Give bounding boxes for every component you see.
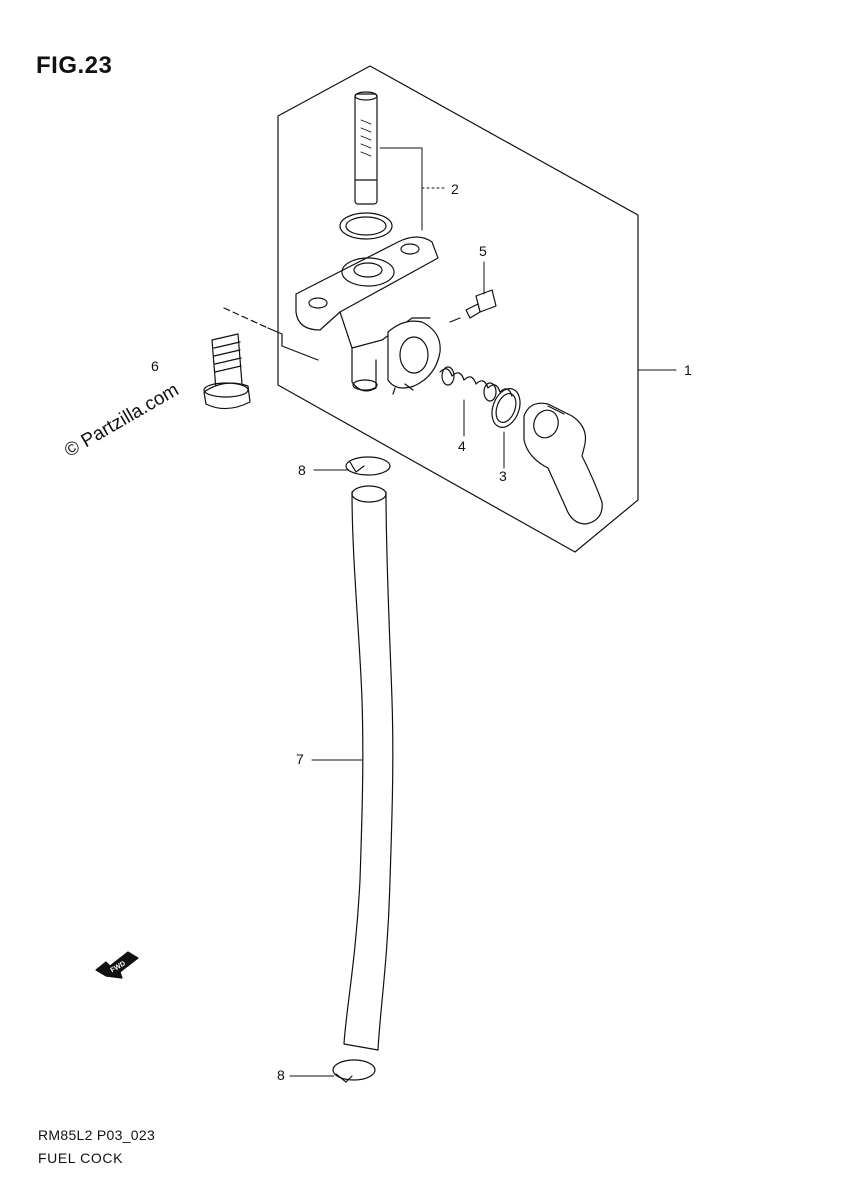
clamp-lower	[332, 1059, 376, 1081]
callout-6: 6	[151, 358, 159, 374]
figure-title: FIG.23	[36, 52, 113, 79]
callout-5: 5	[479, 243, 487, 259]
assembly-outline	[277, 65, 639, 553]
callout-1: 1	[684, 362, 692, 378]
fuel-hose	[343, 491, 394, 1051]
callout-7: 7	[296, 751, 304, 767]
fuel-cock-body	[295, 236, 441, 395]
spring-part	[439, 368, 513, 397]
diagram-code: RM85L2 P03_023	[38, 1127, 156, 1143]
callout-8-upper: 8	[298, 462, 306, 478]
lever-oring	[491, 388, 521, 428]
fwd-arrow-icon: FWD	[95, 951, 139, 979]
bolt-part	[203, 333, 251, 410]
callout-2: 2	[451, 181, 459, 197]
callout-3: 3	[499, 468, 507, 484]
callout-4: 4	[458, 438, 466, 454]
diagram-name: FUEL COCK	[38, 1150, 124, 1166]
callout-8-lower: 8	[277, 1067, 285, 1083]
clamp-upper	[345, 456, 391, 476]
filter-part	[354, 91, 378, 205]
screw-part	[449, 289, 497, 323]
filter-oring	[339, 212, 393, 240]
lever-part	[523, 402, 603, 525]
leader-lines	[289, 147, 677, 1077]
